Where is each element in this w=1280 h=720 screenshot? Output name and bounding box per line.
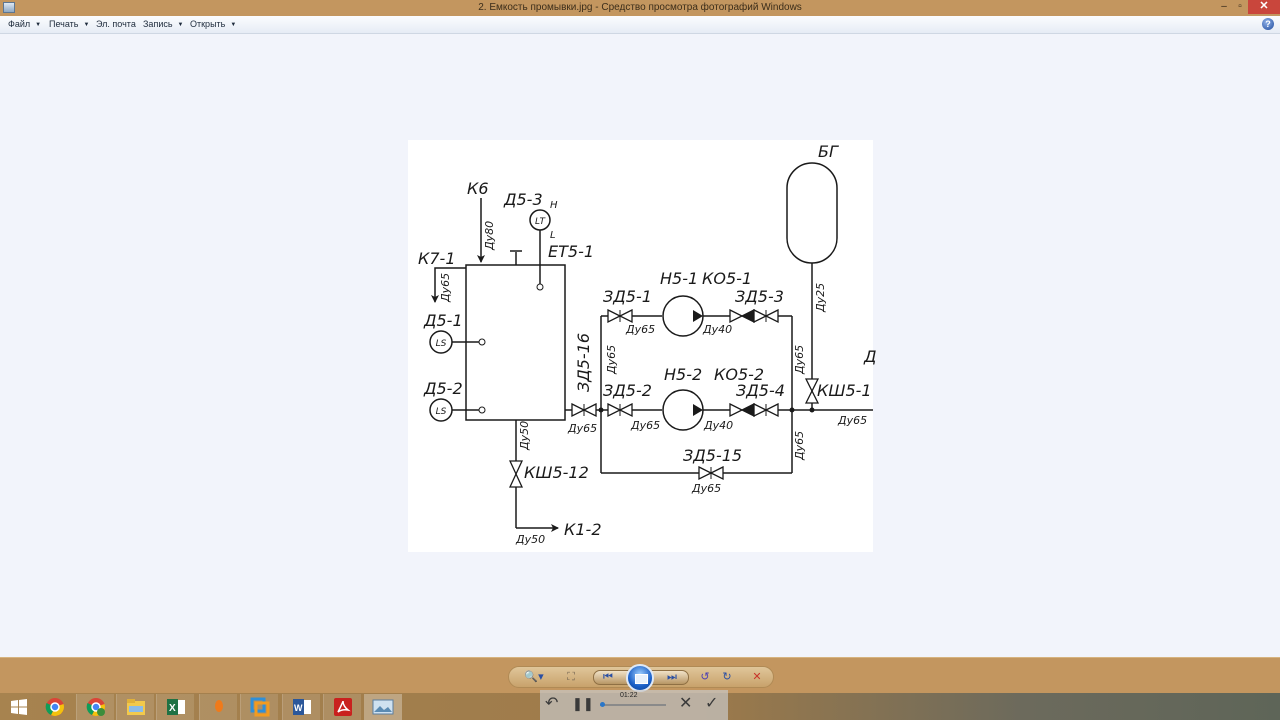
word-icon: W [292, 699, 311, 715]
chevron-down-icon: ▼ [83, 22, 90, 28]
chrome-icon [45, 698, 64, 716]
taskbar-app-orange[interactable] [199, 694, 237, 720]
app-icon [3, 2, 15, 13]
close-button[interactable]: ✕ [1248, 0, 1280, 14]
slideshow-button[interactable] [626, 664, 654, 692]
svg-text:X: X [169, 703, 176, 714]
restore-button[interactable]: ▫ [1238, 1, 1242, 12]
taskbar-chrome[interactable] [36, 694, 74, 720]
minimize-button[interactable]: – [1221, 1, 1227, 12]
excel-icon: X [166, 699, 185, 715]
displayed-image [408, 140, 873, 552]
help-icon[interactable]: ? [1262, 18, 1274, 30]
confirm-button[interactable]: ✓ [705, 695, 719, 712]
photo-viewer-icon [372, 699, 394, 715]
progress-knob[interactable] [600, 702, 605, 707]
chrome-icon [86, 698, 105, 716]
taskbar-word[interactable]: W [282, 694, 320, 720]
fit-to-window-button[interactable]: ⛶ [567, 671, 575, 683]
taskbar-app-blue[interactable] [240, 694, 278, 720]
chevron-down-icon: ▼ [35, 22, 42, 28]
next-button[interactable]: ⏭ [667, 671, 677, 683]
progress-track[interactable] [600, 704, 666, 706]
taskbar-chrome-profile[interactable] [76, 694, 114, 720]
taskbar-photo-viewer[interactable] [364, 694, 402, 720]
taskbar-acrobat[interactable] [323, 694, 361, 720]
window-title: 2. Емкость промывки.jpg - Средство просм… [478, 2, 802, 13]
start-button[interactable] [0, 694, 38, 720]
pdf-icon [333, 698, 352, 716]
menu-file[interactable]: Файл▼ [8, 19, 42, 29]
menu-email[interactable]: Эл. почта [96, 19, 136, 29]
undo-button[interactable]: ↶ [545, 695, 559, 712]
recording-time: 01:22 [620, 692, 638, 699]
chevron-down-icon: ▼ [230, 22, 237, 28]
rotate-cw-button[interactable]: ↻ [722, 671, 732, 683]
taskbar-file-explorer[interactable] [116, 694, 154, 720]
taskbar-excel[interactable]: X [156, 694, 194, 720]
zoom-button[interactable]: 🔍▾ [524, 671, 544, 683]
cancel-button[interactable]: ✕ [679, 695, 693, 712]
menu-burn[interactable]: Запись▼ [143, 19, 184, 29]
menu-print[interactable]: Печать▼ [49, 19, 90, 29]
menu-open[interactable]: Открыть▼ [190, 19, 237, 29]
rotate-ccw-button[interactable]: ↺ [700, 671, 710, 683]
delete-button[interactable]: ✕ [752, 671, 762, 683]
chevron-down-icon: ▼ [177, 22, 184, 28]
pause-button[interactable]: ❚❚ [572, 696, 594, 711]
folder-icon [126, 699, 145, 715]
app-icon [214, 700, 223, 712]
app-icon [250, 697, 269, 717]
svg-text:W: W [294, 703, 303, 713]
title-bar: 2. Емкость промывки.jpg - Средство просм… [0, 0, 1280, 16]
windows-logo-icon [11, 699, 27, 715]
menu-bar: Файл▼ Печать▼ Эл. почта Запись▼ Открыть▼… [0, 16, 1280, 34]
previous-button[interactable]: ⏮ [603, 671, 613, 683]
